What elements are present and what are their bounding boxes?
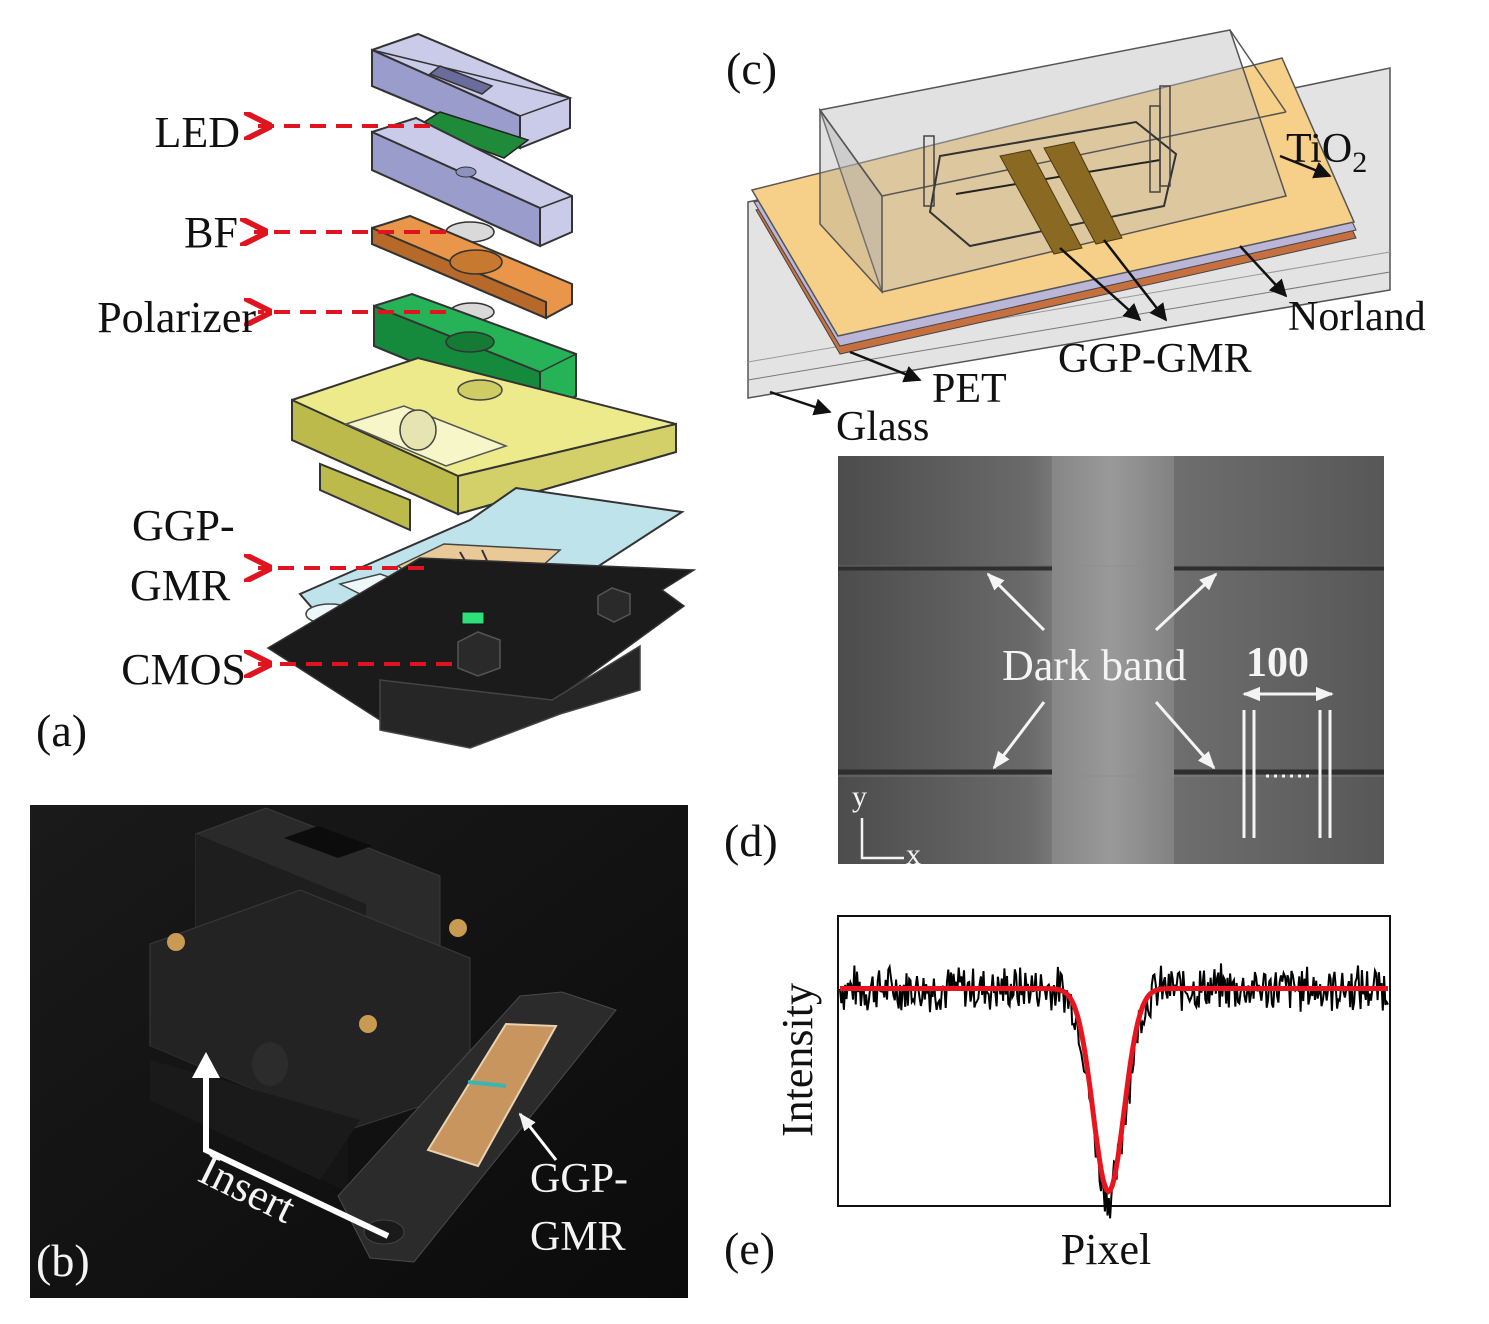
pet-label: PET — [932, 366, 1007, 412]
tio2-main: TiO — [1286, 126, 1352, 172]
intensity-label: Intensity — [773, 983, 822, 1137]
bf-label: BF — [184, 208, 238, 257]
fluid-channel — [923, 85, 1178, 248]
dark-band-label: Dark band — [1002, 641, 1187, 690]
panel-a-tag: (a) — [36, 705, 87, 756]
panel-c: (c) TiO2 Norland GGP-GMR PET Glass — [726, 29, 1426, 450]
sensor-strips — [999, 141, 1123, 255]
pet-pointer — [849, 350, 922, 383]
chip-label-1: GGP- — [530, 1156, 628, 1202]
sensor-pointer-2 — [1103, 239, 1168, 322]
panel-e: Intensity Pixel (e) — [724, 915, 1391, 1274]
chip-photo — [426, 1022, 558, 1168]
scale-value: 100 — [1246, 640, 1309, 686]
gmr-label: GMR — [130, 561, 231, 610]
cmos-label: CMOS — [121, 645, 246, 694]
ggp-label: GGP- — [132, 501, 235, 550]
glass-label: Glass — [836, 404, 929, 450]
sensor-pointer-1 — [1059, 247, 1142, 322]
axis-y-label: y — [852, 780, 867, 813]
panel-e-tag: (e) — [724, 1223, 775, 1274]
axis-x-label: x — [906, 838, 921, 871]
tio2-pointer — [1279, 154, 1332, 179]
top-lid — [371, 32, 573, 150]
plot-frame — [837, 915, 1391, 1207]
panel-d: Dark band 100 y x (d) — [724, 456, 1384, 871]
cmos-board — [266, 557, 697, 749]
panel-b-tag: (b) — [36, 1235, 90, 1286]
sensor-label: GGP-GMR — [1058, 336, 1252, 382]
panel-a: LED BF Polarizer GGP- GMR CMOS (a) — [36, 32, 697, 756]
chip-pointer — [518, 1112, 558, 1161]
polarizer-label: Polarizer — [97, 293, 256, 342]
insert-arrow — [203, 1064, 390, 1239]
tio2-sub: 2 — [1352, 146, 1367, 179]
panel-c-tag: (c) — [726, 43, 777, 94]
chip-label-2: GMR — [530, 1214, 626, 1260]
panel-d-tag: (d) — [724, 815, 778, 866]
norland-label: Norland — [1288, 294, 1426, 340]
fit-series-line — [840, 986, 1388, 1195]
pixel-label: Pixel — [1061, 1225, 1151, 1274]
camera-image — [838, 456, 1384, 864]
lid-body — [371, 116, 573, 248]
norland-pointer — [1239, 245, 1288, 298]
yellow-base — [291, 356, 677, 532]
tio2-label: TiO2 — [1286, 126, 1367, 179]
panel-b: Insert GGP- GMR (b) — [30, 805, 688, 1298]
glass-pointer — [769, 390, 832, 416]
bf-plate — [371, 214, 573, 320]
led-label: LED — [154, 108, 240, 157]
